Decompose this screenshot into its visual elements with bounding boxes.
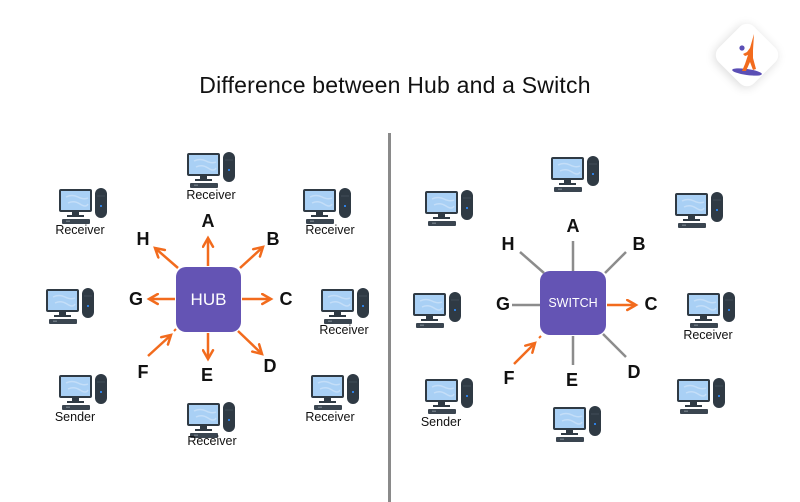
hub-computer-g-icon [45, 286, 97, 326]
hub-arrow-h [153, 246, 179, 269]
switch-computer-d-icon [676, 376, 728, 416]
hub-port-h: H [136, 229, 150, 249]
switch-port-e: E [565, 370, 578, 390]
switch-computer-h-icon [424, 188, 476, 228]
hub-computer-a-label: Receiver [186, 188, 236, 202]
switch-port-a: A [566, 216, 580, 236]
switch-computer-e-icon [552, 404, 604, 444]
switch-label: SWITCH [548, 296, 598, 310]
switch-computer-f-icon [424, 376, 476, 416]
hub-arrow-b [239, 245, 265, 269]
hub-computer-b-label: Receiver [305, 223, 355, 237]
switch-line-h [519, 251, 545, 274]
switch-port-d: D [627, 362, 641, 382]
hub-computer-f-icon [58, 372, 110, 412]
switch-port-c: C [644, 294, 658, 314]
hub-computer-c-icon [320, 286, 372, 326]
hub-computer-h-label: Receiver [55, 223, 105, 237]
hub-label: HUB [190, 289, 227, 309]
hub-computer-h-icon [58, 186, 110, 226]
switch-line-b [604, 251, 627, 274]
switch-node: SWITCH [540, 271, 606, 335]
switch-computer-b-icon [674, 190, 726, 230]
section-divider [388, 133, 391, 502]
switch-line-d [602, 333, 627, 358]
hub-port-f: F [137, 362, 149, 382]
switch-computer-c-icon [686, 290, 738, 330]
switch-computer-a-icon [550, 154, 602, 194]
hub-arrow-f-tail [173, 328, 177, 332]
hub-port-g: G [128, 289, 143, 309]
hub-port-b: B [266, 229, 280, 249]
hub-computer-e-label: Receiver [187, 434, 237, 448]
hub-arrow-d [237, 330, 264, 356]
switch-computer-g-icon [412, 290, 464, 330]
hub-node: HUB [176, 267, 241, 332]
switch-arrow-f-tail [538, 335, 542, 339]
switch-port-b: B [632, 234, 646, 254]
switch-port-g: G [495, 294, 510, 314]
hub-computer-c-label: Receiver [319, 323, 369, 337]
switch-port-f: F [503, 368, 515, 388]
hub-port-c: C [279, 289, 293, 309]
hub-port-d: D [263, 356, 277, 376]
person-jumping-logo-icon [732, 34, 762, 76]
switch-computer-c-label: Receiver [683, 328, 733, 342]
switch-computer-f-label: Sender [420, 415, 462, 429]
switch-port-h: H [501, 234, 515, 254]
hub-computer-f-label: Sender [54, 410, 96, 424]
hub-arrow-f [147, 333, 173, 357]
hub-computer-e-icon [186, 400, 238, 440]
hub-computer-d-icon [310, 372, 362, 412]
hub-computer-b-icon [302, 186, 354, 226]
hub-computer-d-label: Receiver [305, 410, 355, 424]
diagram-title: Difference between Hub and a Switch [199, 72, 591, 98]
hub-computer-a-icon [186, 150, 238, 190]
hub-port-a: A [201, 211, 215, 231]
switch-arrow-f [513, 341, 537, 365]
hub-port-e: E [200, 365, 213, 385]
